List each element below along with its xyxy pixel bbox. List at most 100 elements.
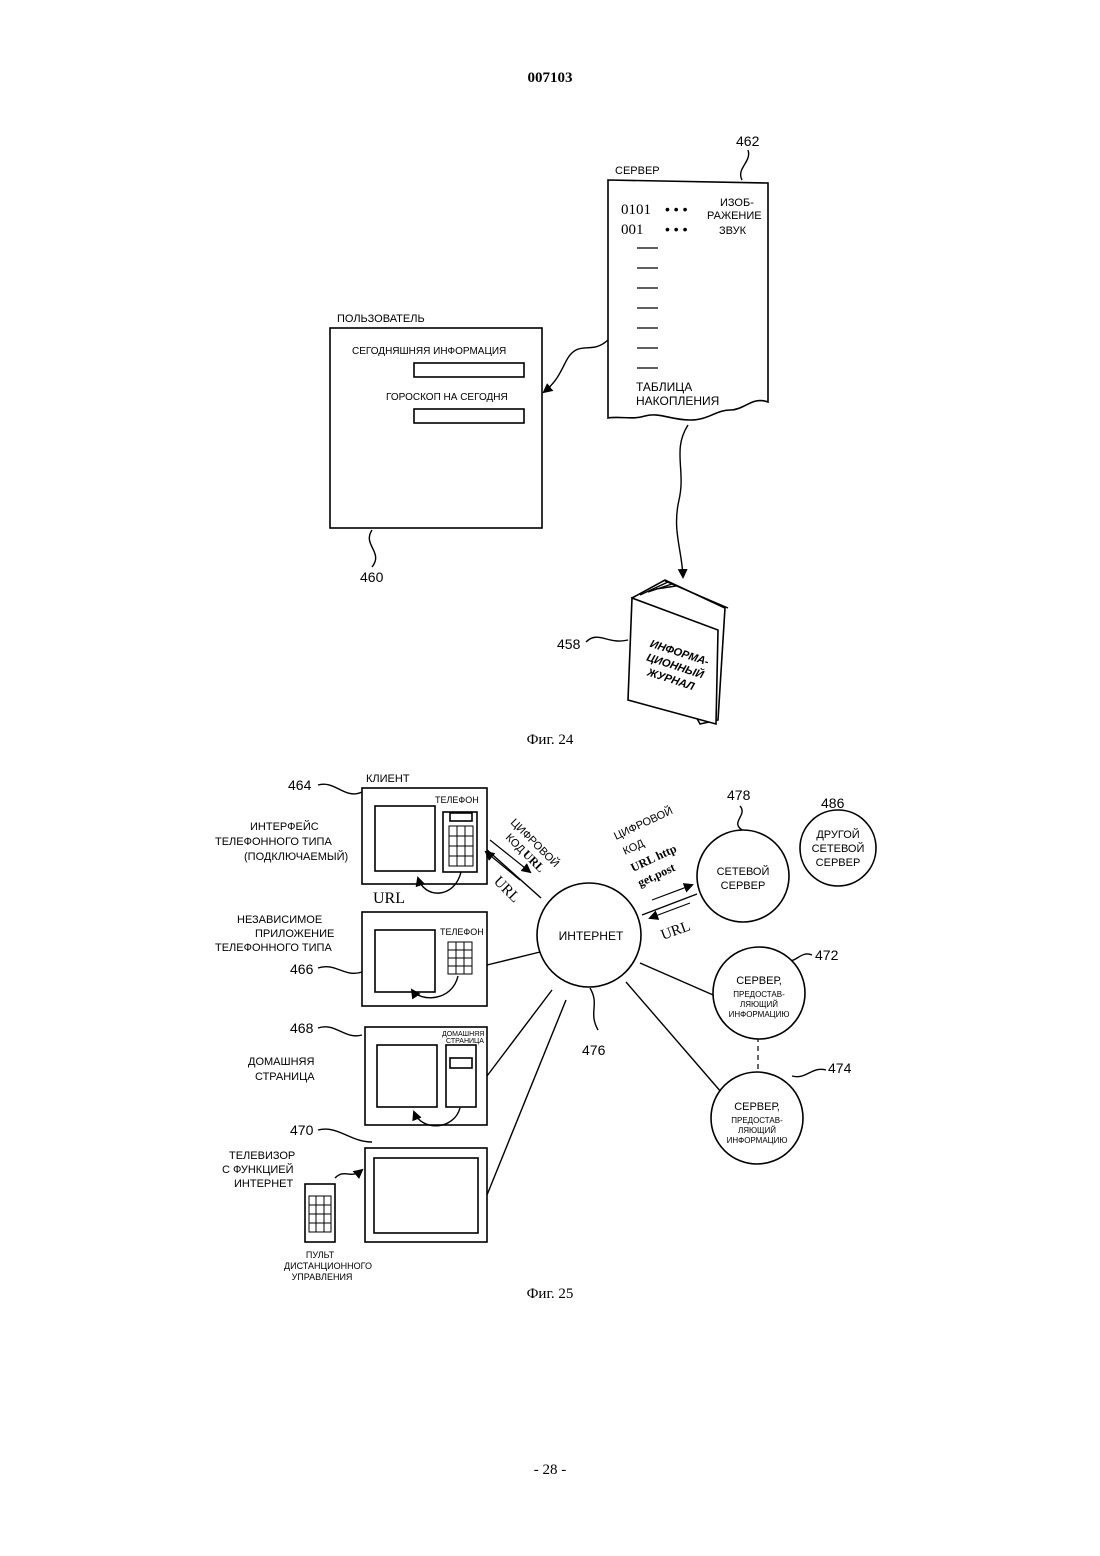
homepage-device: 468 ДОМАШНЯЯ СТРАНИЦА ДОМАШНЯЯ СТРАНИЦА: [248, 1020, 487, 1126]
user-ref-number: 460: [360, 569, 384, 585]
other-server-label-2: СЕТЕВОЙ: [812, 842, 865, 855]
internet-label: ИНТЕРНЕТ: [559, 929, 624, 943]
server-to-magazine-arrow: [677, 425, 688, 577]
client-phone-label: ТЕЛЕФОН: [435, 795, 479, 805]
homepage-panel-button: [450, 1058, 472, 1068]
web-server-ref-number: 478: [727, 787, 751, 803]
client-device: 464 КЛИЕНТ ТЕЛЕФОН URL ИНТЕРФЕЙС ТЕЛЕФОН…: [215, 773, 487, 907]
server-title: СЕРВЕР: [615, 165, 660, 177]
tv-remote-signal-arrow: [335, 1170, 362, 1178]
homepage-desc-2: СТРАНИЦА: [255, 1071, 315, 1083]
info-server-1-ref-number: 472: [815, 947, 839, 963]
standalone-screen: [375, 930, 435, 992]
web-server-label-2: СЕРВЕР: [721, 880, 766, 892]
other-server-label-3: СЕРВЕР: [816, 857, 861, 869]
standalone-phone-label: ТЕЛЕФОН: [440, 927, 484, 937]
client-screen: [375, 806, 435, 871]
right-code-line-1: ЦИФРОВОЙ: [612, 804, 675, 843]
magazine-ref-leader: [586, 637, 628, 642]
standalone-app-device: НЕЗАВИСИМОЕ ПРИЛОЖЕНИЕ ТЕЛЕФОННОГО ТИПА …: [215, 912, 487, 1006]
server-document: СЕРВЕР 462 0101 • • • ИЗОБ- РАЖЕНИЕ 001 …: [608, 133, 768, 420]
info-server-1-node: 472 СЕРВЕР, ПРЕДОСТАВ- ЛЯЮЩИЙ ИНФОРМАЦИЮ: [713, 947, 839, 1039]
client-title: КЛИЕНТ: [366, 773, 410, 785]
info-server-1-label-1: СЕРВЕР,: [736, 975, 782, 987]
user-title: ПОЛЬЗОВАТЕЛЬ: [337, 313, 425, 325]
figure-25: ИНТЕРНЕТ 476 464 КЛИЕНТ ТЕЛЕФОН URL ИНТЕ…: [215, 773, 876, 1302]
server-to-user-arrow: [544, 340, 608, 392]
tv-ref-leader: [318, 1129, 372, 1142]
document-number: 007103: [528, 70, 573, 86]
figure-24: СЕРВЕР 462 0101 • • • ИЗОБ- РАЖЕНИЕ 001 …: [330, 133, 768, 748]
figure-25-caption: Фиг. 25: [527, 1286, 574, 1302]
info-server-2-label-3: ЛЯЮЩИЙ: [738, 1126, 776, 1135]
other-web-server-node: 486 ДРУГОЙ СЕТЕВОЙ СЕРВЕР: [800, 795, 876, 886]
user-field-1-label: СЕГОДНЯШНЯЯ ИНФОРМАЦИЯ: [352, 346, 506, 357]
server-ref-leader: [741, 150, 749, 180]
standalone-ref-number: 466: [290, 961, 314, 977]
info-server-2-label-2: ПРЕДОСТАВ-: [731, 1116, 783, 1125]
client-desc-1: ИНТЕРФЕЙС: [250, 820, 319, 833]
server-label-image-2: РАЖЕНИЕ: [707, 210, 762, 222]
standalone-desc-3: ТЕЛЕФОННОГО ТИПА: [215, 942, 332, 954]
homepage-inner-label-1: ДОМАШНЯЯ: [442, 1031, 484, 1038]
remote-label-1: ПУЛЬТ: [306, 1250, 335, 1260]
homepage-panel: [446, 1045, 476, 1107]
standalone-ref-leader: [318, 967, 362, 974]
remote-label-2: ДИСТАНЦИОННОГО: [284, 1261, 372, 1271]
server-dots-2: • • •: [665, 221, 688, 237]
homepage-inner-label-2: СТРАНИЦА: [446, 1038, 484, 1045]
magazine-ref-number: 458: [557, 636, 581, 652]
web-server-label-1: СЕТЕВОЙ: [717, 865, 770, 878]
other-server-label-1: ДРУГОЙ: [816, 828, 859, 841]
tv-desc-2: С ФУНКЦИЕЙ: [222, 1163, 294, 1176]
client-ref-number: 464: [288, 777, 312, 793]
web-server-ref-leader: [738, 806, 742, 830]
client-code-labels: ЦИФРОВОЙ КОД URL URL: [486, 816, 562, 906]
standalone-desc-2: ПРИЛОЖЕНИЕ: [255, 928, 334, 940]
user-window: ПОЛЬЗОВАТЕЛЬ СЕГОДНЯШНЯЯ ИНФОРМАЦИЯ ГОРО…: [330, 313, 542, 585]
tv-desc-3: ИНТЕРНЕТ: [234, 1178, 294, 1190]
internet-ref-leader: [590, 988, 598, 1030]
user-field-2-label: ГОРОСКОП НА СЕГОДНЯ: [386, 392, 508, 403]
right-url-label: URL: [659, 918, 693, 943]
user-window-frame: [330, 328, 542, 528]
client-desc-2: ТЕЛЕФОННОГО ТИПА: [215, 836, 332, 848]
remote-label-3: УПРАВЛЕНИЯ: [292, 1272, 353, 1282]
tv-screen: [374, 1158, 478, 1233]
tv-desc-1: ТЕЛЕВИЗОР: [229, 1150, 295, 1162]
figure-24-caption: Фиг. 24: [527, 732, 574, 748]
info-server-1-label-2: ПРЕДОСТАВ-: [733, 990, 785, 999]
client-url-label: URL: [373, 890, 405, 907]
info-server-1-label-3: ЛЯЮЩИЙ: [740, 1000, 778, 1009]
other-server-ref-number: 486: [821, 795, 845, 811]
internet-ref-number: 476: [582, 1042, 606, 1058]
info-server-2-label-1: СЕРВЕР,: [734, 1101, 780, 1113]
page-number: - 28 -: [534, 1462, 567, 1478]
homepage-ref-leader: [318, 1027, 362, 1036]
info-server-2-node: 474 СЕРВЕР, ПРЕДОСТАВ- ЛЯЮЩИЙ ИНФОРМАЦИЮ: [711, 1060, 852, 1164]
user-field-1-input: [414, 363, 524, 377]
internet-tv-device: 470 ТЕЛЕВИЗОР С ФУНКЦИЕЙ ИНТЕРНЕТ ПУЛЬТ …: [222, 1122, 487, 1282]
info-server-2-ref-number: 474: [828, 1060, 852, 1076]
client-phone-display: [450, 813, 472, 821]
server-ref-number: 462: [736, 133, 760, 149]
server-dots-1: • • •: [665, 201, 688, 217]
server-label-image-1: ИЗОБ-: [720, 197, 754, 209]
info-server-2-ref-leader: [792, 1069, 826, 1076]
web-server-node: 478 СЕТЕВОЙ СЕРВЕР: [697, 787, 789, 922]
user-ref-leader: [369, 530, 375, 567]
homepage-screen: [377, 1045, 437, 1107]
server-code-1: 0101: [621, 202, 651, 218]
user-field-2-input: [414, 409, 524, 423]
info-server-2-label-4: ИНФОРМАЦИЮ: [727, 1136, 788, 1145]
right-arrow-in: [650, 903, 690, 918]
client-ref-leader: [318, 784, 362, 794]
server-table-label-2: НАКОПЛЕНИЯ: [636, 394, 719, 408]
standalone-desc-1: НЕЗАВИСИМОЕ: [237, 914, 322, 926]
tv-ref-number: 470: [290, 1122, 314, 1138]
client-desc-3: (ПОДКЛЮЧАЕМЫЙ): [244, 850, 348, 863]
homepage-desc-1: ДОМАШНЯЯ: [248, 1056, 314, 1068]
homepage-ref-number: 468: [290, 1020, 314, 1036]
information-magazine: ИНФОРМА- ЦИОННЫЙ ЖУРНАЛ 458: [557, 580, 728, 724]
